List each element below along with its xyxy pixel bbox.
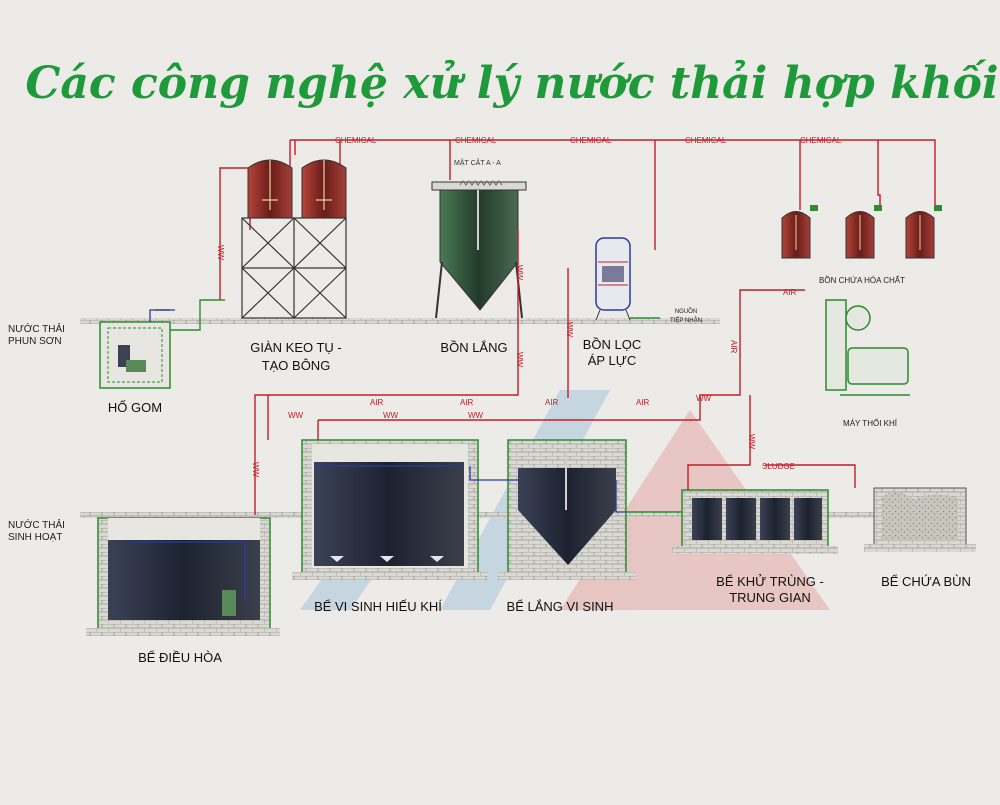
inlet-spray-line2: PHUN SƠN — [8, 336, 62, 347]
label-bon-loc-1: BỒN LỌC — [583, 337, 642, 352]
pipe-label-air-2: AIR — [460, 398, 474, 407]
inlet-spray-line1: NƯỚC THẢI — [8, 322, 65, 335]
pipe-label-ww-5: WW — [251, 462, 260, 478]
pipe-label-air-4: AIR — [636, 398, 650, 407]
label-nguon-1: NGUỒN — [675, 308, 697, 315]
label-bon-loc-2: ÁP LỰC — [588, 353, 636, 368]
biological-clarifier — [498, 439, 636, 580]
pipe-label-chemical-3: CHEMICAL — [570, 136, 612, 145]
pipe-labels: WW WW WW WW WW WW WW WW WW WW AIR AIR AI… — [216, 245, 797, 478]
label-be-khu-trung-1: BỂ KHỬ TRÙNG - — [716, 574, 824, 589]
label-bon-lang: BỒN LẮNG — [440, 340, 507, 355]
pipe-label-sludge: SLUDGE — [762, 462, 795, 471]
ground-line-upper — [80, 318, 720, 324]
diagram-title: Các công nghệ xử lý nước thải hợp khối — [25, 58, 998, 109]
label-gian-keo-2: TẠO BÔNG — [262, 358, 331, 373]
label-be-chua-bun: BỂ CHỨA BÙN — [881, 574, 971, 589]
settling-tank — [431, 180, 527, 319]
pipe-label-ww-9: WW — [696, 394, 712, 403]
label-be-khu-trung-2: TRUNG GIAN — [729, 590, 811, 605]
label-be-dieu-hoa: BỂ ĐIỀU HÒA — [138, 650, 222, 665]
label-be-vi-sinh: BỂ VI SINH HIẾU KHÍ — [314, 599, 442, 614]
pressure-filter — [595, 237, 631, 321]
pipe-label-chemical-2: CHEMICAL — [455, 136, 497, 145]
chemical-pipe — [249, 139, 936, 250]
collection-pit — [99, 321, 171, 389]
pipe-label-chemical-5: CHEMICAL — [800, 136, 842, 145]
pipe-label-chemical-4: CHEMICAL — [685, 136, 727, 145]
pipe-label-ww-8: WW — [468, 411, 484, 420]
label-be-lang-vi-sinh: BỂ LẮNG VI SINH — [507, 599, 614, 614]
aerobic-tank — [292, 439, 488, 580]
chemical-tanks — [781, 205, 942, 259]
section-label: MẶT CẮT A - A — [454, 158, 501, 167]
label-nguon-2: TIẾP NHẬN — [670, 317, 702, 324]
pipe-label-air-3: AIR — [545, 398, 559, 407]
pipe-label-ww-10: WW — [747, 434, 756, 450]
label-gian-keo-1: GIÀN KEO TỤ - — [250, 340, 342, 355]
pipe-label-air-5: AIR — [783, 288, 797, 297]
pipe-label-air-6: AIR — [729, 340, 738, 354]
pipe-label-ww-3: WW — [515, 352, 524, 368]
sludge-tank — [864, 487, 976, 552]
pipe-label-ww-7: WW — [383, 411, 399, 420]
flocculation-frame — [241, 217, 347, 319]
air-blower — [825, 299, 910, 396]
pipe-label-ww-1: WW — [216, 245, 225, 261]
pipe-label-ww-4: WW — [565, 322, 574, 338]
inlet-domestic-line1: NƯỚC THẢI — [8, 518, 65, 531]
process-pipes-red — [219, 167, 856, 515]
pipe-label-ww-6: WW — [288, 411, 304, 420]
process-pipes-blue — [130, 309, 626, 600]
label-blower: MÁY THỔI KHÍ — [843, 419, 898, 428]
inlet-domestic-line2: SINH HOẠT — [8, 532, 62, 543]
label-ho-gom: HỐ GOM — [108, 400, 162, 415]
pipe-label-chemical-1: CHEMICAL — [335, 136, 377, 145]
label-chemical-storage: BỒN CHỨA HÓA CHẤT — [819, 275, 905, 285]
pipe-label-air-1: AIR — [370, 398, 384, 407]
ground-line-lower — [80, 512, 880, 518]
pipe-label-ww-2: WW — [515, 265, 524, 281]
flocculation-tanks — [247, 159, 347, 219]
equalization-tank — [86, 517, 280, 636]
disinfection-tank — [672, 489, 838, 554]
